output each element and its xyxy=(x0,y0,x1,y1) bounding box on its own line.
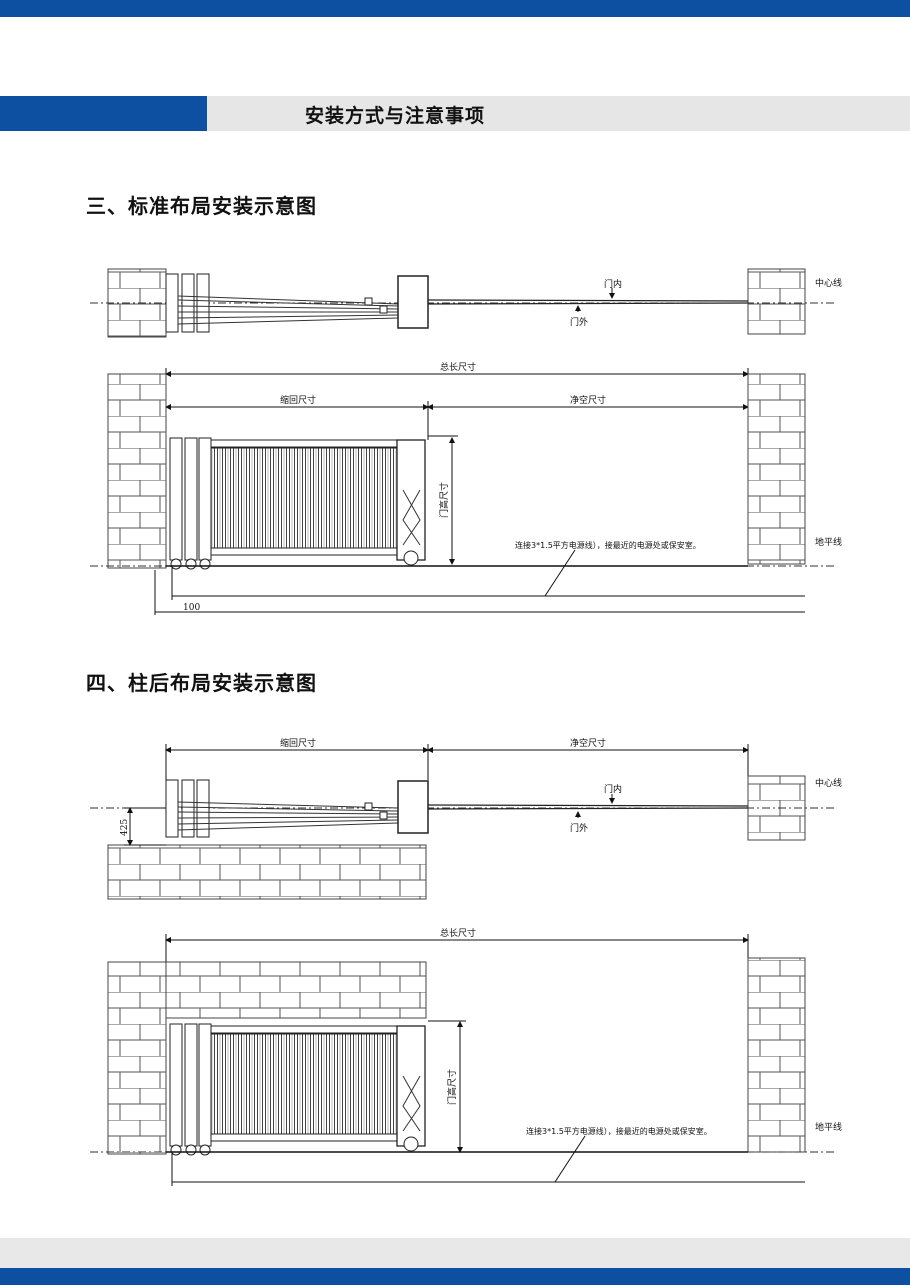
s4-center-line-label: 中心线 xyxy=(815,777,842,789)
section-4-title: 四、柱后布局安装示意图 xyxy=(86,671,317,695)
s3-retract-label: 缩回尺寸 xyxy=(280,394,316,406)
s3-center-line-label: 中心线 xyxy=(815,277,842,289)
footer-band xyxy=(0,1238,910,1268)
s4-clear-span-label: 净空尺寸 xyxy=(570,737,606,749)
s4-total-length-label: 总长尺寸 xyxy=(440,927,476,939)
section-3-title: 三、标准布局安装示意图 xyxy=(86,194,317,218)
s3-gate-elevation xyxy=(169,437,426,570)
s4-retract-label: 缩回尺寸 xyxy=(280,737,316,749)
s3-motor-head-plan xyxy=(397,275,429,329)
s4-gate-elevation xyxy=(169,1023,426,1156)
s3-door-outside-label: 门外 xyxy=(570,316,588,328)
s4-wall-plan xyxy=(107,844,427,900)
s3-right-pillar-plan xyxy=(747,268,806,335)
s3-offset-label: 100 xyxy=(183,603,200,613)
s3-ground-line-label: 地平线 xyxy=(815,536,842,548)
s3-clear-span-label: 净空尺寸 xyxy=(570,394,606,406)
s3-total-length-label: 总长尺寸 xyxy=(440,361,476,373)
s3-gate-stack-plan xyxy=(165,273,399,333)
s4-ground-line-label: 地平线 xyxy=(815,1121,842,1133)
bottom-color-bar xyxy=(0,1268,910,1285)
s4-right-pillar-elev xyxy=(747,957,806,1153)
page-title: 安装方式与注意事项 xyxy=(305,105,486,127)
s3-right-pillar-elev xyxy=(747,373,806,565)
s4-elevation-view xyxy=(90,934,835,1186)
s4-gate-stack-plan xyxy=(165,779,399,838)
s4-offset-label: 425 xyxy=(120,819,130,836)
header-accent-block xyxy=(0,96,207,131)
s4-door-outside-label: 门外 xyxy=(570,822,588,834)
s4-gate-height-label: 门高尺寸 xyxy=(446,1069,458,1105)
s4-cable-note: 连接3*1.5平方电源线），接最近的电源处或保安室。 xyxy=(526,1126,712,1136)
s3-gate-height-label: 门高尺寸 xyxy=(438,482,450,518)
s3-elevation-view xyxy=(90,368,835,615)
s4-door-inside-label: 门内 xyxy=(604,783,622,795)
s3-plan-view xyxy=(90,268,835,338)
s3-left-pillar-elev xyxy=(107,373,167,569)
s3-door-inside-label: 门内 xyxy=(604,278,622,290)
s4-motor-head-plan xyxy=(397,780,429,834)
s4-plan-view xyxy=(90,744,835,900)
top-color-bar xyxy=(0,0,910,17)
s4-wall-elev xyxy=(165,961,427,1019)
s4-left-pillar-elev xyxy=(107,961,167,1155)
s3-cable-note: 连接3*1.5平方电源线），接最近的电源处或保安室。 xyxy=(515,540,701,550)
